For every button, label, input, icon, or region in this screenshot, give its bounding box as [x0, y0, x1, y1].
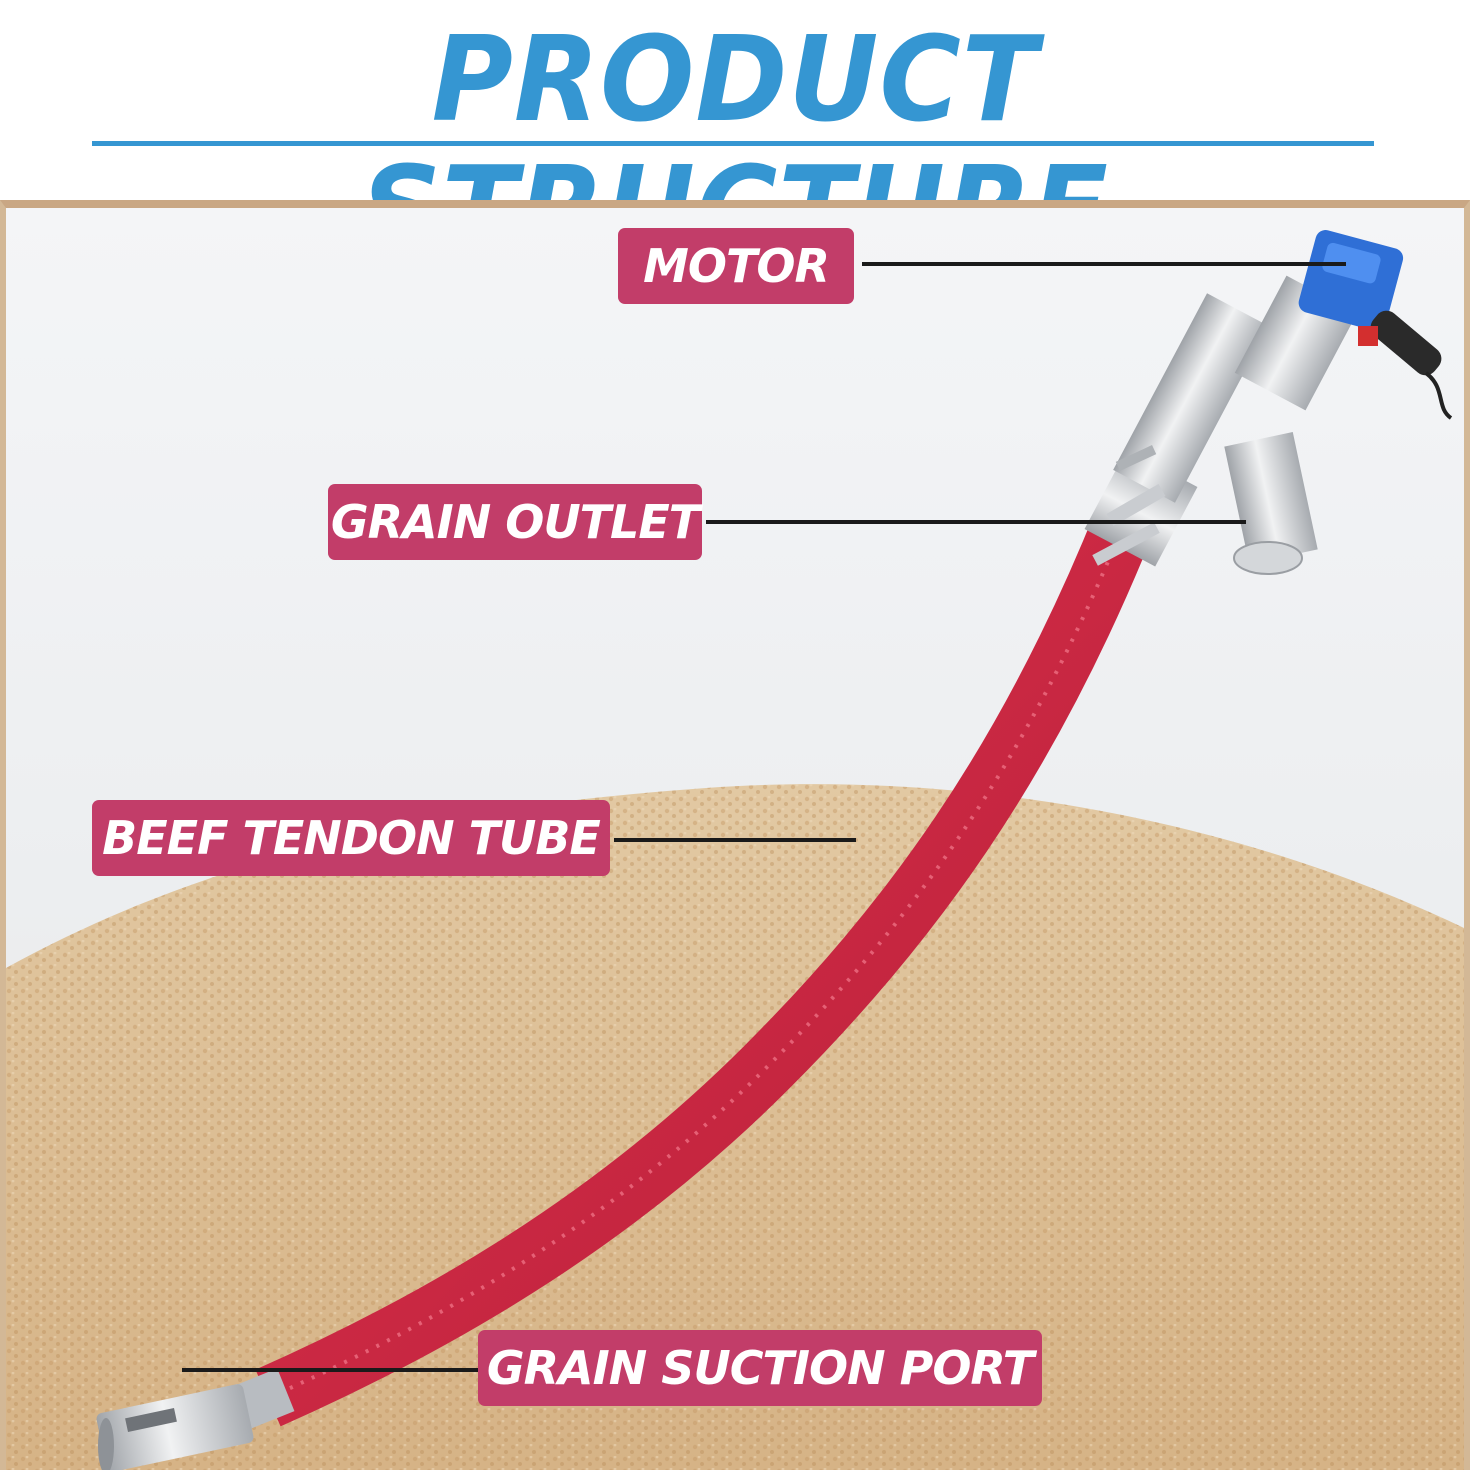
grain-auger-illustration	[96, 230, 1453, 1470]
label-motor: MOTOR	[618, 228, 854, 304]
grain-outlet-leader-line	[706, 520, 1246, 524]
diagram-frame: MOTOR GRAIN OUTLET BEEF TENDON TUBE GRAI…	[0, 200, 1470, 1470]
title-underline	[92, 141, 1374, 146]
tube-body	[255, 506, 1155, 1427]
motor-unit	[1298, 230, 1453, 420]
suction-nozzle	[96, 1368, 295, 1470]
motor-leader-line	[862, 262, 1346, 266]
suction-port-leader-line	[182, 1368, 484, 1372]
label-grain-outlet: GRAIN OUTLET	[328, 484, 702, 560]
outlet-housing	[1084, 275, 1358, 575]
tube-leader-line	[614, 838, 856, 842]
label-grain-suction-port: GRAIN SUCTION PORT	[478, 1330, 1042, 1406]
label-beef-tendon-tube: BEEF TENDON TUBE	[92, 800, 610, 876]
